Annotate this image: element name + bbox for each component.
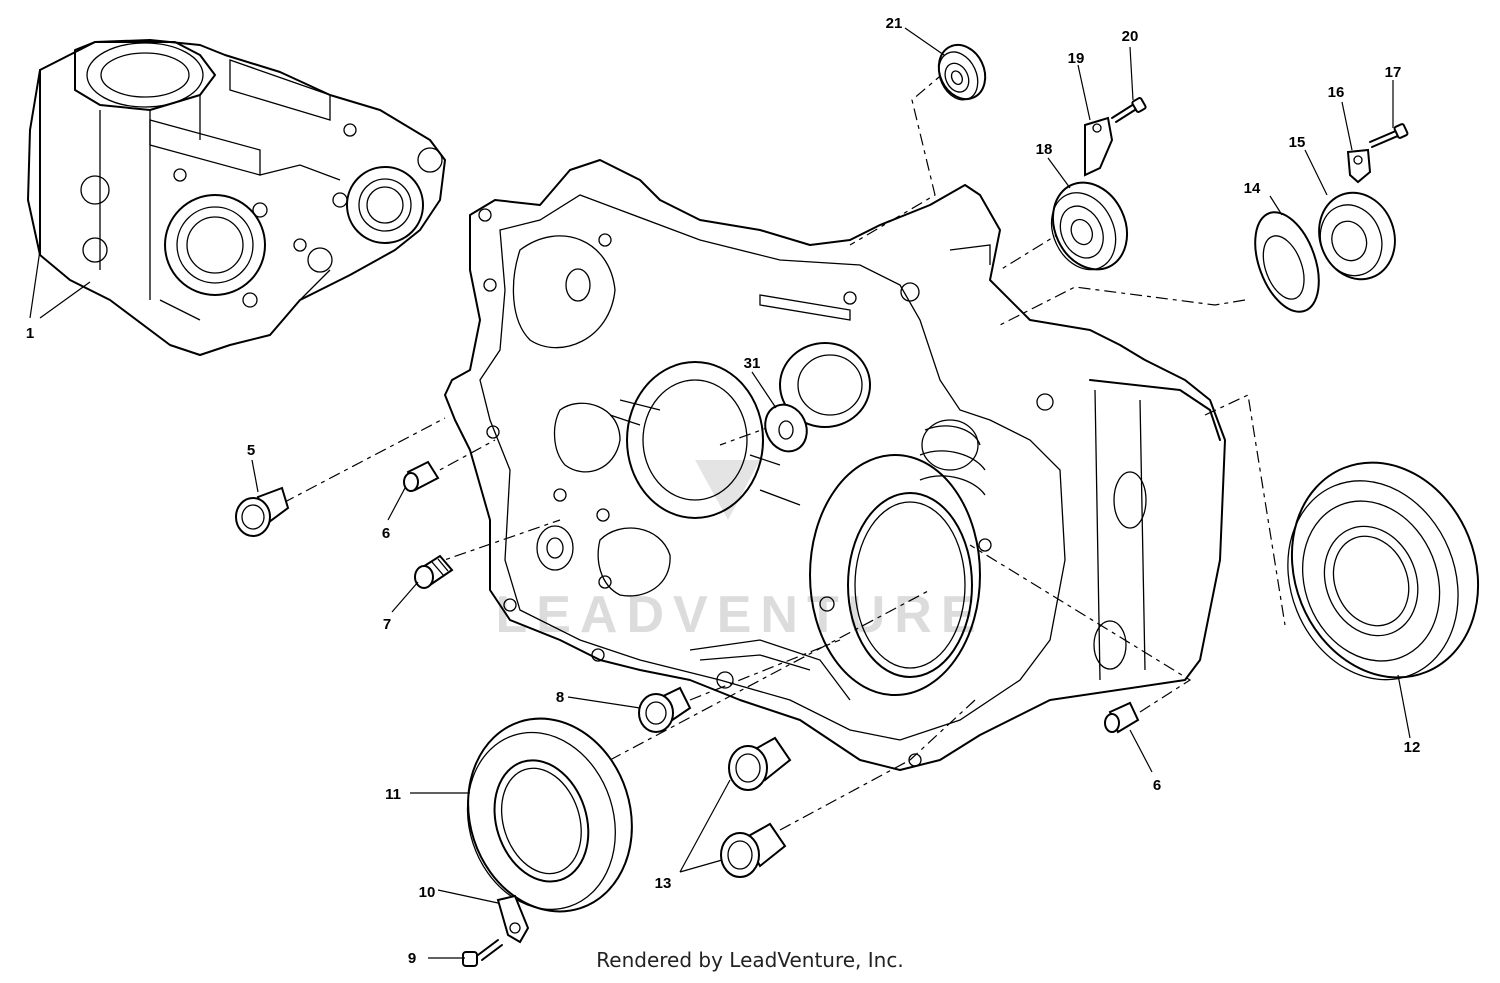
bushing-13-upper [728,736,792,791]
footer-credit: Rendered by LeadVenture, Inc. [596,948,904,972]
callout-19: 19 [1068,50,1085,67]
bearing-15 [1318,191,1396,281]
callout-13: 13 [655,875,672,892]
callout-12: 12 [1404,739,1421,756]
callout-15: 15 [1289,134,1306,151]
callout-5: 5 [247,442,255,459]
callout-labels: 1 5 6 6 7 8 9 10 11 12 13 14 15 16 17 18… [26,15,1421,967]
watermark-text: LEADVENTURE [495,586,984,644]
plate-16 [1346,148,1372,184]
assembly-lines [259,71,1286,831]
bushing-8 [638,686,692,733]
callout-10: 10 [419,884,436,901]
plate-10 [496,894,530,944]
callout-16: 16 [1328,84,1345,101]
callout-7: 7 [383,616,391,633]
callout-9: 9 [408,950,416,967]
bushing-13-lower [720,822,787,878]
crankcase-half [444,159,1226,771]
screw-17 [1369,123,1409,148]
callout-11: 11 [385,786,401,803]
callout-1: 1 [26,325,34,342]
screw-20 [1111,97,1147,123]
bracket-19 [1084,116,1114,177]
bearing-21 [937,43,987,101]
callout-17: 17 [1385,64,1402,81]
callout-21: 21 [886,15,903,32]
bearing-18 [1050,181,1128,271]
callout-20: 20 [1122,28,1139,45]
dowel-6-upper [403,460,440,492]
leader-lines [29,27,1411,959]
washer-31 [764,403,808,453]
bushing-5 [235,486,290,537]
seal-14 [1254,211,1320,313]
bearing-12 [1287,461,1480,681]
bolt-7 [414,554,454,589]
callout-6: 6 [1153,777,1161,794]
callout-31: 31 [744,355,761,372]
callout-6: 6 [382,525,390,542]
leadventure-watermark: LEADVENTURE [495,460,984,644]
callout-8: 8 [556,689,564,706]
assembled-crankcase [27,39,446,356]
callout-14: 14 [1244,180,1261,197]
seal-11 [466,717,633,913]
screw-9 [462,939,503,967]
callout-18: 18 [1036,141,1053,158]
dowel-6-lower [1104,701,1140,734]
